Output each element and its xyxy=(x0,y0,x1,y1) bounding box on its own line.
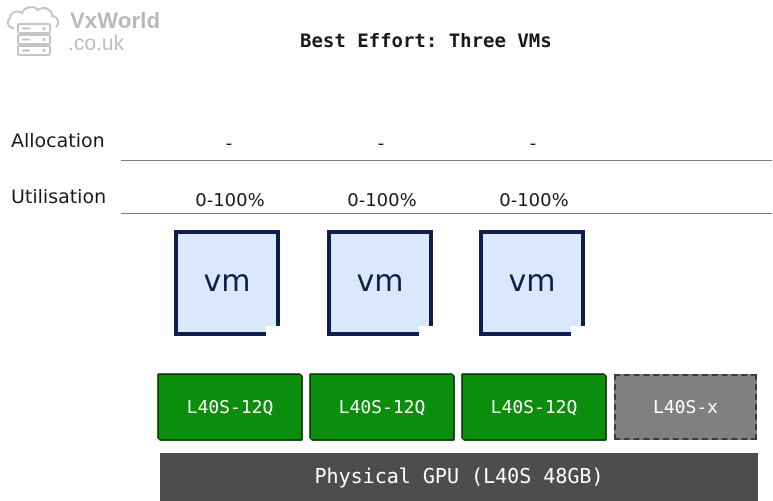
vgpu-profile-1: L40S-12Q xyxy=(158,374,302,440)
diagram-title: Best Effort: Three VMs xyxy=(300,30,552,52)
vm-label: vm xyxy=(203,264,251,299)
logo: VxWorld .co.uk xyxy=(4,4,194,60)
allocation-divider xyxy=(121,160,772,161)
logo-name: VxWorld xyxy=(70,8,161,33)
logo-suffix: .co.uk xyxy=(68,32,125,55)
vgpu-profile-3: L40S-12Q xyxy=(462,374,606,440)
physical-gpu-label: Physical GPU (L40S 48GB) xyxy=(314,464,604,488)
allocation-value-2: - xyxy=(377,133,385,154)
vgpu-profile-label: L40S-12Q xyxy=(338,397,426,418)
utilisation-label: Utilisation xyxy=(11,186,107,208)
utilisation-value-2: 0-100% xyxy=(347,190,417,211)
allocation-value-1: - xyxy=(225,133,233,154)
allocation-label: Allocation xyxy=(11,130,105,152)
utilisation-divider xyxy=(121,213,772,214)
allocation-value-3: - xyxy=(529,133,537,154)
vm-box-2: vm xyxy=(327,230,433,336)
vgpu-profile-label: L40S-12Q xyxy=(186,397,274,418)
vgpu-profile-label: L40S-12Q xyxy=(490,397,578,418)
utilisation-value-3: 0-100% xyxy=(499,190,569,211)
vm-label: vm xyxy=(356,264,404,299)
vgpu-profile-2: L40S-12Q xyxy=(310,374,454,440)
vm-label: vm xyxy=(508,264,556,299)
utilisation-value-1: 0-100% xyxy=(195,190,265,211)
vm-box-1: vm xyxy=(174,230,280,336)
cloud-server-icon xyxy=(6,6,60,56)
spare-vgpu-profile: L40S-x xyxy=(614,374,757,440)
vm-box-3: vm xyxy=(479,230,585,336)
physical-gpu-bar: Physical GPU (L40S 48GB) xyxy=(160,453,758,501)
spare-vgpu-label: L40S-x xyxy=(652,397,719,418)
